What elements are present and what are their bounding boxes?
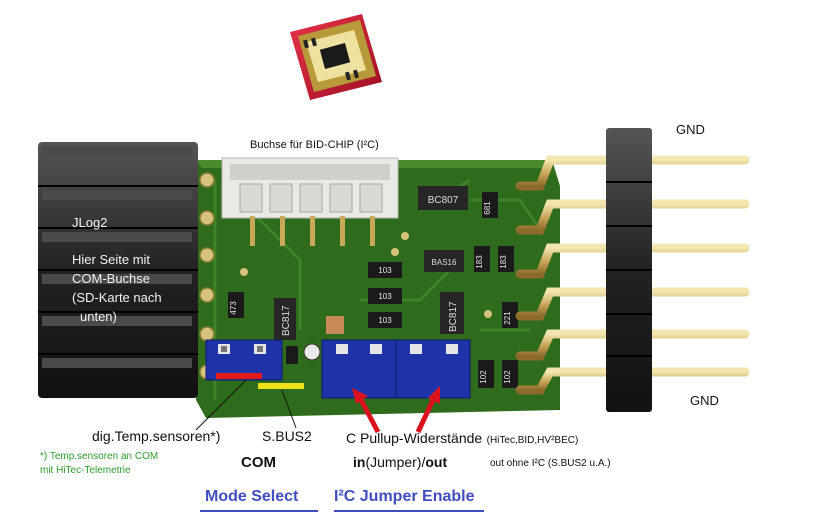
bas16-label: BAS16 xyxy=(432,258,457,267)
side-note-line1: Hier Seite mit xyxy=(72,252,151,267)
in-out-label: in(Jumper)/out xyxy=(353,454,447,470)
out-word: out xyxy=(425,454,448,470)
out-note-label: out ohne I²C (S.BUS2 u.A.) xyxy=(490,458,611,469)
gnd-top-label: GND xyxy=(676,122,705,137)
capacitor xyxy=(326,316,344,334)
dig-temp-pointer xyxy=(195,379,247,431)
r103-c-label: 103 xyxy=(378,316,392,325)
sbus2-pointer xyxy=(281,389,297,429)
r681-label: 681 xyxy=(483,201,492,215)
dig-temp-label: dig.Temp.sensoren*) xyxy=(92,428,221,444)
r221-label: 221 xyxy=(503,311,512,325)
right-pin-header xyxy=(515,128,750,412)
com-label: COM xyxy=(241,454,276,471)
mode-select-caption: Mode Select xyxy=(205,488,299,505)
jlog-label: JLog2 xyxy=(72,215,108,230)
bid-chip xyxy=(290,14,382,100)
side-note-line3: (SD-Karte nach xyxy=(72,290,162,305)
bc817-right-transistor: BC817 xyxy=(440,292,464,334)
socket-label: Buchse für BID-CHIP (I²C) xyxy=(250,139,379,151)
r102-b-label: 102 xyxy=(503,370,512,384)
pullup-label: C Pullup-Widerstände (HiTec,BID,HV²BEC) xyxy=(346,430,578,448)
i2c-jumper-header xyxy=(321,339,471,399)
r183-b-label: 183 xyxy=(499,255,508,269)
bc817-left-label: BC817 xyxy=(281,305,292,336)
bc807-transistor: BC807 xyxy=(418,186,468,210)
footnote-line1: *) Temp.sensoren an COM xyxy=(40,451,159,462)
pullup-suffix: (HiTec,BID,HV²BEC) xyxy=(486,435,579,446)
bc817-right-label: BC817 xyxy=(448,301,459,332)
bc807-label: BC807 xyxy=(428,195,459,206)
jumper-arrows xyxy=(352,386,440,434)
r103-a-label: 103 xyxy=(378,266,392,275)
i2c-jumper-caption: I²C Jumper Enable xyxy=(334,488,475,505)
jumper-word: (Jumper)/ xyxy=(365,454,426,470)
footnote-line2: mit HiTec-Telemetrie xyxy=(40,465,131,476)
left-header xyxy=(38,142,198,398)
r102-a-label: 102 xyxy=(479,370,488,384)
side-note-line2: COM-Buchse xyxy=(72,271,151,286)
gnd-bottom-label: GND xyxy=(690,393,719,408)
bas16-diode: BAS16 xyxy=(424,250,464,272)
sbus2-label: S.BUS2 xyxy=(262,428,312,444)
smd-resistors: 103 103 103 183 183 681 221 473 102 102 xyxy=(228,192,518,388)
r183-a-label: 183 xyxy=(475,255,484,269)
side-note-line4: unten) xyxy=(80,309,117,324)
r473-label: 473 xyxy=(229,301,238,315)
in-word: in xyxy=(353,454,366,470)
pullup-prefix: C Pullup-Widerstände xyxy=(346,430,483,446)
r103-b-label: 103 xyxy=(378,292,392,301)
bid-socket xyxy=(221,157,399,246)
bc817-left-transistor: BC817 xyxy=(274,298,296,340)
sbus-pin xyxy=(286,343,321,364)
